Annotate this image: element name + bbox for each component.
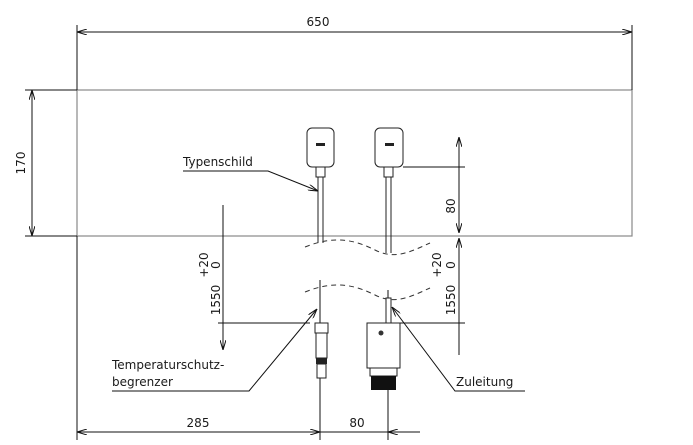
dimension-label-left-offset: 285 bbox=[187, 416, 210, 430]
dimension-label-height: 170 bbox=[14, 152, 28, 175]
label-type-plate: Typenschild bbox=[182, 155, 318, 191]
type-plate-right bbox=[374, 127, 465, 253]
tolerance-lower-right: 0 bbox=[444, 261, 458, 269]
temperature-limiter bbox=[314, 280, 329, 440]
dimension-label-width: 650 bbox=[307, 15, 330, 29]
dimension-cable-left: +20 0 1550 bbox=[197, 205, 310, 350]
dimension-width: 650 bbox=[76, 15, 633, 90]
dimension-cable-right: +20 0 1550 bbox=[400, 238, 465, 355]
panel-outline bbox=[76, 89, 633, 237]
label-temperature-limiter: Temperaturschutz- begrenzer bbox=[111, 309, 317, 392]
svg-text:Typenschild: Typenschild bbox=[182, 155, 253, 169]
break-line-top bbox=[304, 239, 431, 256]
dimension-label-spacing: 80 bbox=[349, 416, 364, 430]
label-supply-line: Zuleitung bbox=[392, 307, 525, 392]
dimension-label-sensor-offset: 80 bbox=[444, 198, 458, 213]
tolerance-lower-left: 0 bbox=[209, 261, 223, 269]
dimension-bottom: 285 80 bbox=[76, 236, 420, 440]
cable-length-right: 1550 bbox=[444, 285, 458, 316]
cable-length-left: 1550 bbox=[209, 285, 223, 316]
svg-text:Temperaturschutz-: Temperaturschutz- bbox=[111, 358, 224, 372]
supply-connector bbox=[366, 290, 401, 440]
tolerance-upper-left: +20 bbox=[197, 252, 211, 277]
type-plate-left bbox=[306, 127, 335, 243]
dimension-height: 170 bbox=[14, 89, 77, 237]
break-line-bottom bbox=[304, 284, 431, 301]
svg-text:Zuleitung: Zuleitung bbox=[456, 375, 513, 389]
tolerance-upper-right: +20 bbox=[430, 252, 444, 277]
svg-text:begrenzer: begrenzer bbox=[112, 375, 173, 389]
dimension-sensor-offset: 80 bbox=[444, 137, 459, 233]
